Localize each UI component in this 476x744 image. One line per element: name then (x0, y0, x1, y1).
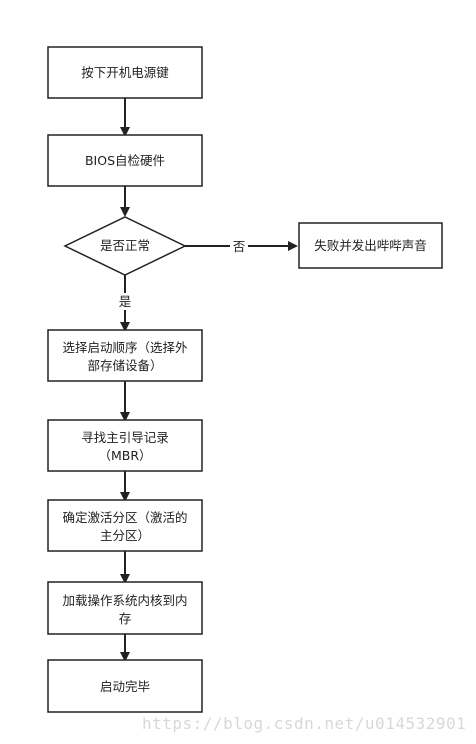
node-fail: 失败并发出哔哔声音 (298, 222, 443, 269)
node-find-mbr: 寻找主引导记录 （MBR） (47, 419, 203, 472)
edge-label-no: 否 (233, 239, 246, 254)
edge-label-no-bg (230, 238, 248, 255)
node-active-partition: 确定激活分区（激活的 主分区） (47, 499, 203, 552)
node-find-mbr-label-1: 寻找主引导记录 (81, 430, 169, 445)
node-load-kernel-label-1: 加载操作系统内核到内 (62, 593, 187, 608)
edge-label-yes: 是 (119, 294, 132, 309)
node-active-partition-label-1: 确定激活分区（激活的 (62, 510, 187, 525)
node-boot-order-label-2: 部存储设备） (87, 358, 162, 373)
node-boot-order-label-1: 选择启动顺序（选择外 (62, 340, 188, 355)
node-active-partition-label-2: 主分区） (100, 528, 150, 543)
node-is-normal-label: 是否正常 (100, 238, 150, 253)
edge-label-yes-bg (116, 293, 134, 310)
node-is-normal-decision: 是否正常 (63, 216, 187, 276)
node-power-on-label: 按下开机电源键 (81, 65, 169, 80)
node-bios-check-label: BIOS自检硬件 (85, 153, 165, 168)
node-power-on: 按下开机电源键 (47, 46, 203, 99)
node-load-kernel: 加载操作系统内核到内 存 (47, 581, 203, 635)
node-boot-order: 选择启动顺序（选择外 部存储设备） (47, 329, 203, 382)
node-boot-done-label: 启动完毕 (100, 679, 150, 694)
node-fail-label: 失败并发出哔哔声音 (314, 238, 427, 253)
node-find-mbr-label-2: （MBR） (98, 448, 151, 463)
watermark: https://blog.csdn.net/u014532901 (142, 714, 467, 733)
node-bios-check: BIOS自检硬件 (47, 134, 203, 187)
node-load-kernel-label-2: 存 (119, 611, 132, 626)
node-boot-done: 启动完毕 (47, 659, 203, 713)
